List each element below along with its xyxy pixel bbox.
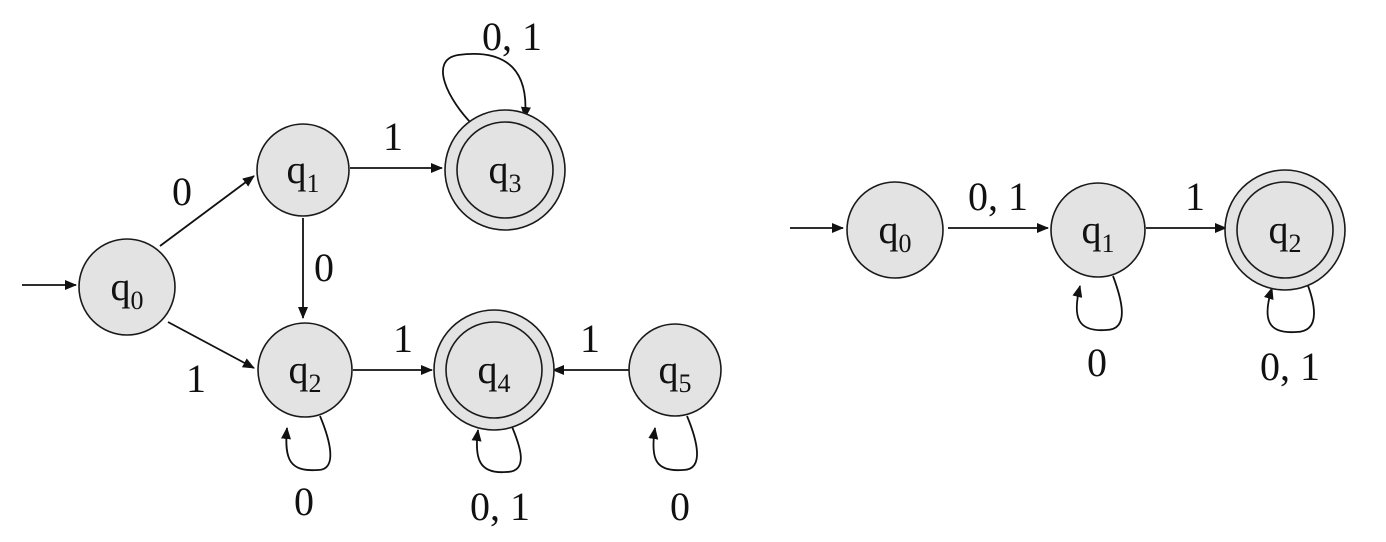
self-loop-q4: [471, 421, 522, 473]
svg-text:q2: q2: [289, 347, 322, 398]
svg-text:q0: q0: [111, 264, 144, 315]
automaton-right: 0, 1 1 0 0, 1 q0 q1 q2: [790, 169, 1346, 389]
svg-text:q0: q0: [879, 207, 912, 258]
state-q3: q3: [444, 109, 566, 231]
label-loop-r-q2: 0, 1: [1260, 344, 1320, 389]
svg-text:q3: q3: [489, 147, 522, 198]
label-q5-q4: 1: [580, 316, 600, 361]
state-q2: q2: [257, 322, 353, 418]
self-loop-r-q1: [1072, 275, 1123, 331]
label-r-q0-q1: 0, 1: [968, 174, 1028, 219]
label-q0-q2: 1: [186, 356, 206, 401]
label-loop-q4: 0, 1: [470, 484, 530, 529]
self-loop-r-q2: [1263, 277, 1315, 333]
state-q0: q0: [78, 238, 176, 336]
self-loop-q5: [648, 415, 698, 472]
state-q4: q4: [433, 309, 555, 431]
edge-q0-q2: [167, 321, 255, 369]
automaton-left: 0 1 1 0 1 1 0, 1 0 0, 1 0 q0 q1 q2 q3: [22, 14, 722, 529]
label-loop-q5: 0: [670, 484, 690, 529]
label-q1-q3: 1: [383, 114, 403, 159]
svg-text:q2: q2: [1269, 207, 1302, 258]
state-r-q1: q1: [1050, 182, 1146, 278]
label-loop-q3: 0, 1: [482, 14, 542, 59]
svg-text:q5: q5: [659, 347, 692, 398]
self-loop-q2: [280, 415, 332, 472]
svg-text:q1: q1: [1082, 207, 1115, 258]
label-loop-q2: 0: [294, 479, 314, 524]
self-loop-q3: [442, 53, 531, 126]
label-q1-q2: 0: [314, 245, 334, 290]
edge-q0-q1: [159, 175, 255, 247]
label-q0-q1: 0: [172, 169, 192, 214]
state-r-q2: q2: [1224, 169, 1346, 291]
svg-text:q4: q4: [478, 347, 511, 398]
label-loop-r-q1: 0: [1087, 340, 1107, 385]
svg-text:q1: q1: [287, 147, 320, 198]
label-r-q1-q2: 1: [1185, 174, 1205, 219]
label-q2-q4: 1: [393, 316, 413, 361]
state-r-q0: q0: [846, 181, 944, 279]
state-q1: q1: [256, 123, 350, 217]
state-q5: q5: [628, 323, 722, 417]
